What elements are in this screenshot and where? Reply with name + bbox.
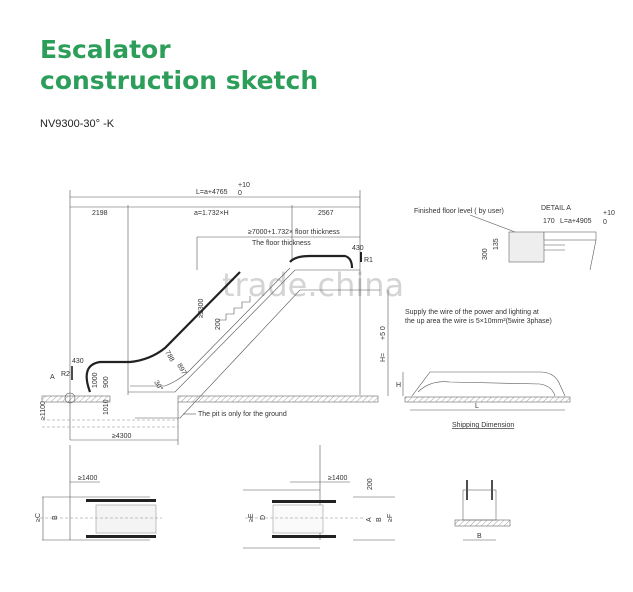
upper-width-e: ≥E xyxy=(248,513,255,522)
truss-section: B xyxy=(454,480,511,541)
mid-length-dim: a=1.732×H xyxy=(194,210,229,217)
detail-a: Finished floor level ( by user) DETAIL A… xyxy=(414,205,615,271)
top-support-dim: 430 xyxy=(352,245,364,252)
model-number: NV9300-30° -K xyxy=(40,118,115,130)
detail-a-marker: A xyxy=(50,374,55,381)
handrail-height-900: 900 xyxy=(103,376,110,388)
dim-788: 788 xyxy=(163,350,175,364)
upper-width-d: D xyxy=(260,515,267,520)
clearance-dim: ≥2300 xyxy=(198,298,205,318)
lower-width-c: ≥C xyxy=(35,513,42,522)
lower-width-b: B xyxy=(52,515,59,520)
upper-width-a: A xyxy=(366,517,373,522)
upper-width-f: ≥F xyxy=(387,514,394,522)
title-line-2: construction sketch xyxy=(40,66,319,95)
shipping-dimension: H L Shipping Dimension xyxy=(396,371,571,429)
pit-note: The pit is only for the ground xyxy=(198,411,287,418)
power-note-line-1: Supply the wire of the power and lightin… xyxy=(405,309,539,316)
shipping-length-label: L xyxy=(475,403,479,410)
dim-300: 300 xyxy=(482,248,489,260)
r2-label: R2 xyxy=(61,371,70,378)
title-line-1: Escalator xyxy=(40,35,171,64)
pit-depth-dim: 1010 xyxy=(103,399,110,415)
step-height-dim: 200 xyxy=(215,318,222,330)
dim-897: 897 xyxy=(175,363,187,377)
right-length-dim: 2567 xyxy=(318,210,334,217)
detail-a-title: DETAIL A xyxy=(541,205,571,212)
watermark: trade.china xyxy=(222,266,404,304)
bottom-support-dim: 430 xyxy=(72,358,84,365)
floor-thickness-label: The floor thickness xyxy=(252,240,311,247)
shipping-dimension-label: Shipping Dimension xyxy=(452,422,514,429)
pit-side-dim: ≥1100 xyxy=(40,401,47,420)
r1-label: R1 xyxy=(364,257,373,264)
detail-length-dim: L=a+4905 xyxy=(560,218,592,225)
height-tolerance: +5 0 xyxy=(380,326,387,340)
dim-170: 170 xyxy=(543,218,555,225)
plan-view-upper: ≥1400 200 ≥E D A B ≥F xyxy=(243,445,395,549)
side-view: L=a+4765 +10 0 2198 a=1.732×H 2567 ≥7000… xyxy=(40,182,389,445)
plan-view-lower: ≥1400 ≥C B xyxy=(35,445,162,541)
finished-floor-label: Finished floor level ( by user) xyxy=(414,208,504,215)
upper-width-b: B xyxy=(376,517,383,522)
height-dim: H= xyxy=(380,353,387,362)
upper-pit-1400: ≥1400 xyxy=(328,475,348,482)
upper-dim-200: 200 xyxy=(367,478,374,490)
section-width-b: B xyxy=(477,533,482,540)
power-note-line-2: the up area the wire is 5×10mm²(5wire 3p… xyxy=(405,318,552,325)
left-length-dim: 2198 xyxy=(92,210,108,217)
upper-span-dim: ≥7000+1.732× floor thickness xyxy=(248,229,340,236)
tolerance-upper: +10 xyxy=(238,182,250,189)
page-title: Escalator construction sketch xyxy=(40,34,318,96)
detail-tolerance-upper: +10 xyxy=(603,210,615,217)
tolerance-lower: 0 xyxy=(238,190,242,197)
total-length-dim: L=a+4765 xyxy=(196,189,228,196)
pit-length-dim: ≥4300 xyxy=(112,433,132,440)
shipping-height-label: H xyxy=(396,382,401,389)
angle-label: 30° xyxy=(152,379,164,392)
handrail-height-1000: 1000 xyxy=(92,372,99,388)
dim-135: 135 xyxy=(493,238,500,250)
detail-tolerance-lower: 0 xyxy=(603,219,607,226)
lower-pit-1400: ≥1400 xyxy=(78,475,98,482)
